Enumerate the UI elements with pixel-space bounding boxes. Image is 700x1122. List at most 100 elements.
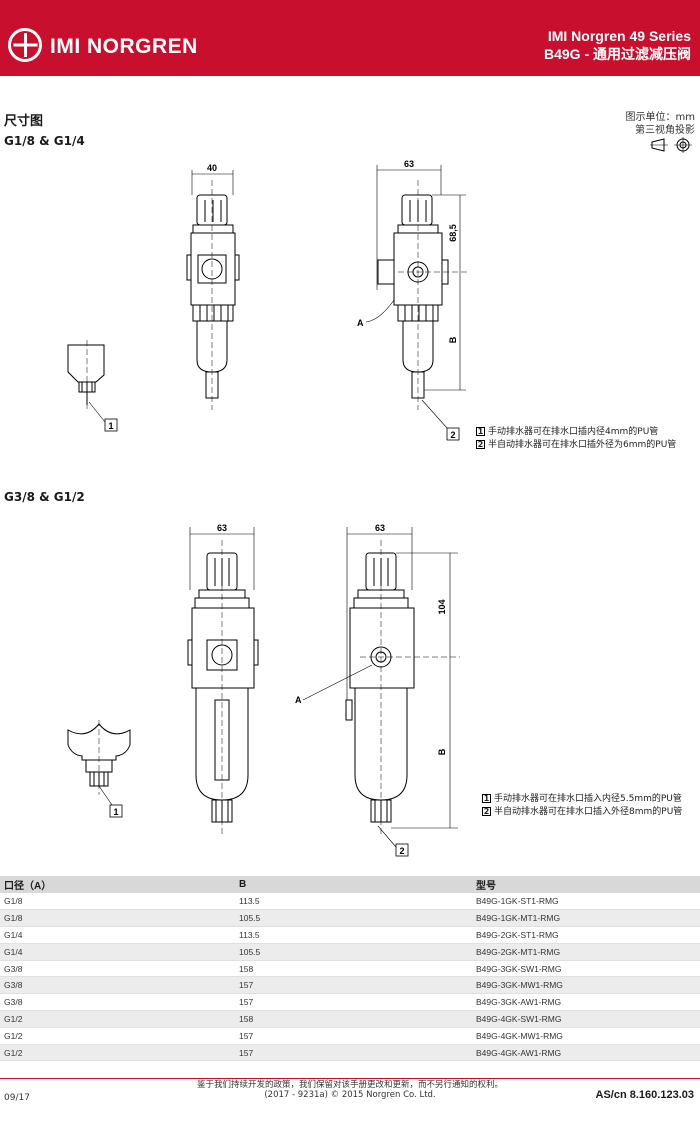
model-cell: B49G-1GK-MT1-RMG bbox=[472, 909, 700, 928]
model-cell: B49G-4GK-MW1-RMG bbox=[472, 1027, 700, 1045]
port-cell: G1/2 bbox=[0, 1010, 235, 1028]
dimension-drawings: 40 63 68,5 B A 1 2 63 63 104 B A 1 2 bbox=[67, 159, 470, 857]
model-cell: B49G-3GK-SW1-RMG bbox=[472, 960, 700, 978]
section-title: 尺寸图 bbox=[4, 114, 44, 129]
model-cell: B49G-2GK-MT1-RMG bbox=[472, 943, 700, 961]
g2-side-view bbox=[302, 527, 460, 848]
model-cell: B49G-3GK-MW1-RMG bbox=[472, 976, 700, 995]
port-cell: G1/2 bbox=[0, 1044, 235, 1062]
units-line: 图示单位：mm bbox=[625, 112, 695, 123]
series-title: IMI Norgren 49 Series bbox=[547, 28, 691, 44]
note-number-box: 2 bbox=[476, 440, 485, 449]
g1-side-width-label: 63 bbox=[404, 159, 414, 169]
port-cell: G1/8 bbox=[0, 909, 235, 928]
port-cell: G1/8 bbox=[0, 893, 235, 911]
b-cell: 157 bbox=[235, 993, 472, 1012]
b-cell: 105.5 bbox=[235, 943, 472, 961]
footer-divider bbox=[0, 1078, 700, 1079]
model-cell: B49G-4GK-AW1-RMG bbox=[472, 1044, 700, 1062]
b-cell: 105.5 bbox=[235, 909, 472, 928]
column-header-port: 口径（A） bbox=[0, 876, 235, 893]
b-cell: 157 bbox=[235, 1044, 472, 1062]
port-cell: G3/8 bbox=[0, 976, 235, 995]
copyright-text: (2017 - 9231a) © 2015 Norgren Co. Ltd. bbox=[264, 1090, 436, 1100]
column-header-model: 型号 bbox=[472, 876, 700, 893]
projection-line: 第三视角投影 bbox=[635, 125, 695, 136]
g1-callout-1: 1 bbox=[108, 421, 113, 431]
g1-b-label: B bbox=[448, 336, 458, 343]
b-cell: 113.5 bbox=[235, 926, 472, 944]
g2-front-width-label: 63 bbox=[217, 523, 227, 533]
product-title: B49G - 通用过滤减压阀 bbox=[543, 46, 691, 62]
brand-name: IMI NORGREN bbox=[50, 35, 198, 58]
third-angle-projection-icon bbox=[650, 137, 692, 153]
port-cell: G1/4 bbox=[0, 943, 235, 961]
disclaimer-text: 鉴于我们持续开发的政策，我们保留对该手册更改和更新，而不另行通知的权利。 bbox=[196, 1080, 503, 1090]
b-cell: 157 bbox=[235, 1027, 472, 1045]
g2-callout-1: 1 bbox=[113, 807, 118, 817]
g1-side-view bbox=[365, 165, 470, 429]
b-cell: 157 bbox=[235, 976, 472, 995]
g2-note-2-text: 半自动排水器可在排水口插入外径8mm的PU管 bbox=[494, 807, 683, 817]
g2-front-view bbox=[187, 527, 259, 835]
g1-callout-2: 2 bbox=[450, 430, 455, 440]
g2-callout-2: 2 bbox=[399, 846, 404, 856]
model-cell: B49G-2GK-ST1-RMG bbox=[472, 926, 700, 944]
g1-note-2-text: 半自动排水器可在排水口插外径为6mm的PU管 bbox=[488, 440, 677, 450]
units-note: 图示单位：mm 第三视角投影 bbox=[626, 111, 695, 137]
model-cell: B49G-4GK-SW1-RMG bbox=[472, 1010, 700, 1028]
group1-title: G1/8 & G1/4 bbox=[4, 134, 85, 148]
note-number-box: 2 bbox=[482, 807, 491, 816]
port-cell: G3/8 bbox=[0, 993, 235, 1012]
header-banner: IMI NORGREN IMI Norgren 49 Series B49G -… bbox=[0, 0, 700, 76]
g2-note-1-text: 手动排水器可在排水口插入内径5.5mm的PU管 bbox=[494, 794, 682, 804]
b-cell: 113.5 bbox=[235, 893, 472, 911]
model-cell: B49G-1GK-ST1-RMG bbox=[472, 893, 700, 911]
g2-height-label: 104 bbox=[437, 599, 447, 614]
g1-front-width-label: 40 bbox=[207, 163, 217, 173]
note-number-box: 1 bbox=[482, 794, 491, 803]
norgren-logo-icon bbox=[8, 28, 42, 62]
g1-front-view bbox=[186, 170, 240, 410]
brand-logo: IMI NORGREN bbox=[8, 28, 198, 62]
g1-note-1-text: 手动排水器可在排水口插内径4mm的PU管 bbox=[488, 427, 659, 437]
group2-title: G3/8 & G1/2 bbox=[4, 490, 85, 504]
g2-a-label: A bbox=[295, 695, 302, 705]
header-title: IMI Norgren 49 Series B49G - 通用过滤减压阀 bbox=[544, 27, 691, 63]
g1-a-label: A bbox=[357, 318, 364, 328]
table-header-row: 口径（A） B 型号 bbox=[0, 876, 700, 893]
g2-drain-detail bbox=[67, 720, 131, 818]
port-cell: G3/8 bbox=[0, 960, 235, 978]
g2-side-width-label: 63 bbox=[375, 523, 385, 533]
g1-drain-detail bbox=[67, 340, 118, 432]
port-cell: G1/2 bbox=[0, 1027, 235, 1045]
b-cell: 158 bbox=[235, 1010, 472, 1028]
column-header-b: B bbox=[235, 876, 472, 893]
note-number-box: 1 bbox=[476, 427, 485, 436]
g2-b-label: B bbox=[437, 748, 447, 755]
b-cell: 158 bbox=[235, 960, 472, 978]
footer-date: 09/17 bbox=[4, 1093, 30, 1103]
port-cell: G1/4 bbox=[0, 926, 235, 944]
model-cell: B49G-3GK-AW1-RMG bbox=[472, 993, 700, 1012]
document-code: AS/cn 8.160.123.03 bbox=[595, 1089, 694, 1101]
g1-height-label: 68,5 bbox=[448, 224, 458, 242]
footer-disclaimer: 鉴于我们持续开发的政策，我们保留对该手册更改和更新，而不另行通知的权利。 (20… bbox=[150, 1080, 550, 1100]
